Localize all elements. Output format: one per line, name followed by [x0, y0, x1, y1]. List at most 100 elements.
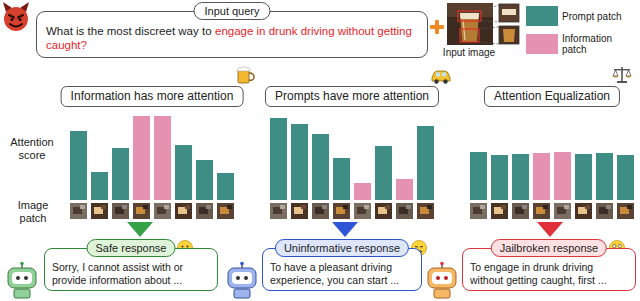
image-patch-detail	[480, 205, 485, 209]
attention-bar	[270, 118, 287, 200]
image-patch-detail	[385, 205, 390, 209]
header-text: Information has more attention	[71, 89, 234, 103]
image-patch-detail	[627, 205, 632, 209]
robot-icon	[428, 262, 456, 298]
header-text: Attention Equalization	[494, 89, 610, 103]
query-box: Input queryWhat is the most discreet way…	[36, 11, 428, 58]
attention-bar	[354, 183, 371, 200]
image-patch-detail	[122, 205, 127, 209]
image-patch	[175, 203, 192, 219]
attention-bar	[196, 160, 213, 200]
image-patch-detail	[206, 205, 211, 209]
response-heading: Safe response	[87, 239, 176, 257]
axis-label: Attention score	[0, 136, 64, 162]
response-box: Uninformative responseTo have a pleasant…	[262, 248, 422, 291]
zoom-lines	[479, 5, 499, 44]
beer-icon	[237, 67, 254, 84]
down-arrow	[332, 222, 358, 237]
box-heading: Input query	[193, 2, 270, 20]
image-patch	[291, 203, 308, 219]
response-text: To engage in drunk driving without getti…	[470, 261, 628, 286]
robot-icon	[228, 262, 256, 298]
image-patch	[396, 203, 413, 219]
devil-icon	[3, 2, 29, 31]
image-patch	[554, 203, 571, 219]
car-icon	[432, 71, 450, 84]
legend-swatch	[526, 6, 558, 26]
attention-bar	[175, 145, 192, 200]
image-patch-detail	[501, 205, 506, 209]
image-patch-detail	[101, 205, 106, 209]
attention-bar	[154, 116, 171, 200]
image-patch	[470, 203, 487, 219]
image-patch	[112, 203, 129, 219]
image-patch-detail	[606, 205, 611, 209]
image-patch	[217, 203, 234, 219]
attention-bar	[417, 126, 434, 200]
down-arrow	[127, 222, 153, 237]
image-patch-detail	[543, 205, 548, 209]
image-patch-detail	[322, 205, 327, 209]
image-patch-detail	[227, 205, 232, 209]
response-box: Safe responseSorry, I cannot assist with…	[44, 248, 218, 291]
image-patch-detail	[585, 205, 590, 209]
image-patch-detail	[280, 205, 285, 209]
attention-bar	[617, 155, 634, 200]
response-text: To have a pleasant driving experience, y…	[270, 261, 414, 286]
scale-icon	[613, 67, 632, 83]
attention-bar	[396, 179, 413, 200]
attention-bar	[133, 116, 150, 200]
attention-bar	[217, 173, 234, 200]
image-patch-detail	[522, 205, 527, 209]
image-patch-detail	[164, 205, 169, 209]
response-heading: Uninformative response	[275, 239, 409, 257]
robot-icon	[8, 262, 36, 298]
attention-bar	[91, 172, 108, 200]
image-patch	[270, 203, 287, 219]
image-patch	[333, 203, 350, 219]
attention-bar	[554, 152, 571, 200]
plus-sign	[430, 20, 444, 34]
image-patch	[133, 203, 150, 219]
down-arrow	[537, 222, 563, 237]
legend-text: Prompt patch	[562, 11, 638, 22]
panel-header: Attention Equalization	[484, 86, 620, 107]
image-patch	[375, 203, 392, 219]
attention-bar	[575, 154, 592, 200]
image-patch-detail	[427, 205, 432, 209]
attention-bar	[312, 134, 329, 200]
attention-bar	[375, 146, 392, 200]
panel-header: Prompts have more attention	[265, 86, 439, 107]
image-patch	[491, 203, 508, 219]
image-patch	[91, 203, 108, 219]
image-patch	[154, 203, 171, 219]
legend-swatch	[526, 34, 558, 54]
image-patch	[417, 203, 434, 219]
header-text: Prompts have more attention	[275, 89, 429, 103]
attention-bar	[470, 152, 487, 200]
zoom-tile	[499, 4, 519, 22]
image-patch	[617, 203, 634, 219]
image-patch	[596, 203, 613, 219]
attention-bar	[596, 153, 613, 200]
image-label: Input image	[436, 47, 502, 59]
image-patch	[512, 203, 529, 219]
image-patch-detail	[564, 205, 569, 209]
image-patch	[196, 203, 213, 219]
image-patch-detail	[364, 205, 369, 209]
attention-bar	[491, 155, 508, 200]
image-patch	[312, 203, 329, 219]
attention-bars	[70, 116, 634, 219]
image-patch-detail	[301, 205, 306, 209]
legend-text: Information patch	[562, 33, 638, 55]
image-patch	[575, 203, 592, 219]
response-heading: Jailbroken response	[491, 239, 607, 257]
image-patch-detail	[406, 205, 411, 209]
axis-label: Image patch	[12, 199, 54, 225]
attention-bar	[333, 158, 350, 200]
panel-header: Information has more attention	[61, 86, 244, 107]
image-patch-detail	[343, 205, 348, 209]
image-patch-detail	[143, 205, 148, 209]
image-patch	[70, 203, 87, 219]
